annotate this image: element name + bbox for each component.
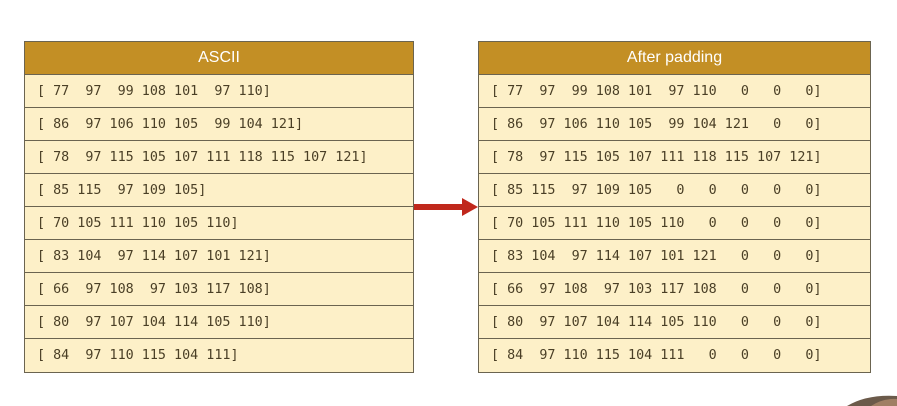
padded-table-header: After padding [479,42,870,75]
padded-row: [ 77 97 99 108 101 97 110 0 0 0] [479,75,870,108]
padded-row: [ 78 97 115 105 107 111 118 115 107 121] [479,141,870,174]
ascii-row: [ 85 115 97 109 105] [25,174,413,207]
ascii-row: [ 70 105 111 110 105 110] [25,207,413,240]
padded-row: [ 66 97 108 97 103 117 108 0 0 0] [479,273,870,306]
ascii-table: ASCII [ 77 97 99 108 101 97 110] [ 86 97… [24,41,414,373]
ascii-row: [ 77 97 99 108 101 97 110] [25,75,413,108]
ascii-row: [ 80 97 107 104 114 105 110] [25,306,413,339]
padded-row: [ 84 97 110 115 104 111 0 0 0 0] [491,348,822,363]
ascii-row: [ 86 97 106 110 105 99 104 121] [25,108,413,141]
padded-row: [ 70 105 111 110 105 110 0 0 0 0] [479,207,870,240]
ascii-row: [ 66 97 108 97 103 117 108] [25,273,413,306]
ascii-table-header: ASCII [25,42,413,75]
padded-table: After padding [ 77 97 99 108 101 97 110 … [478,41,871,373]
padded-row: [ 85 115 97 109 105 0 0 0 0 0] [479,174,870,207]
ascii-row: [ 84 97 110 115 104 111] [37,348,239,363]
padded-row: [ 80 97 107 104 114 105 110 0 0 0] [479,306,870,339]
corner-thumbnail-image [847,395,897,406]
ascii-row: [ 83 104 97 114 107 101 121] [25,240,413,273]
right-arrow-icon [414,198,478,216]
padded-row: [ 86 97 106 110 105 99 104 121 0 0] [479,108,870,141]
ascii-row: [ 78 97 115 105 107 111 118 115 107 121] [25,141,413,174]
padded-row: [ 83 104 97 114 107 101 121 0 0 0] [479,240,870,273]
